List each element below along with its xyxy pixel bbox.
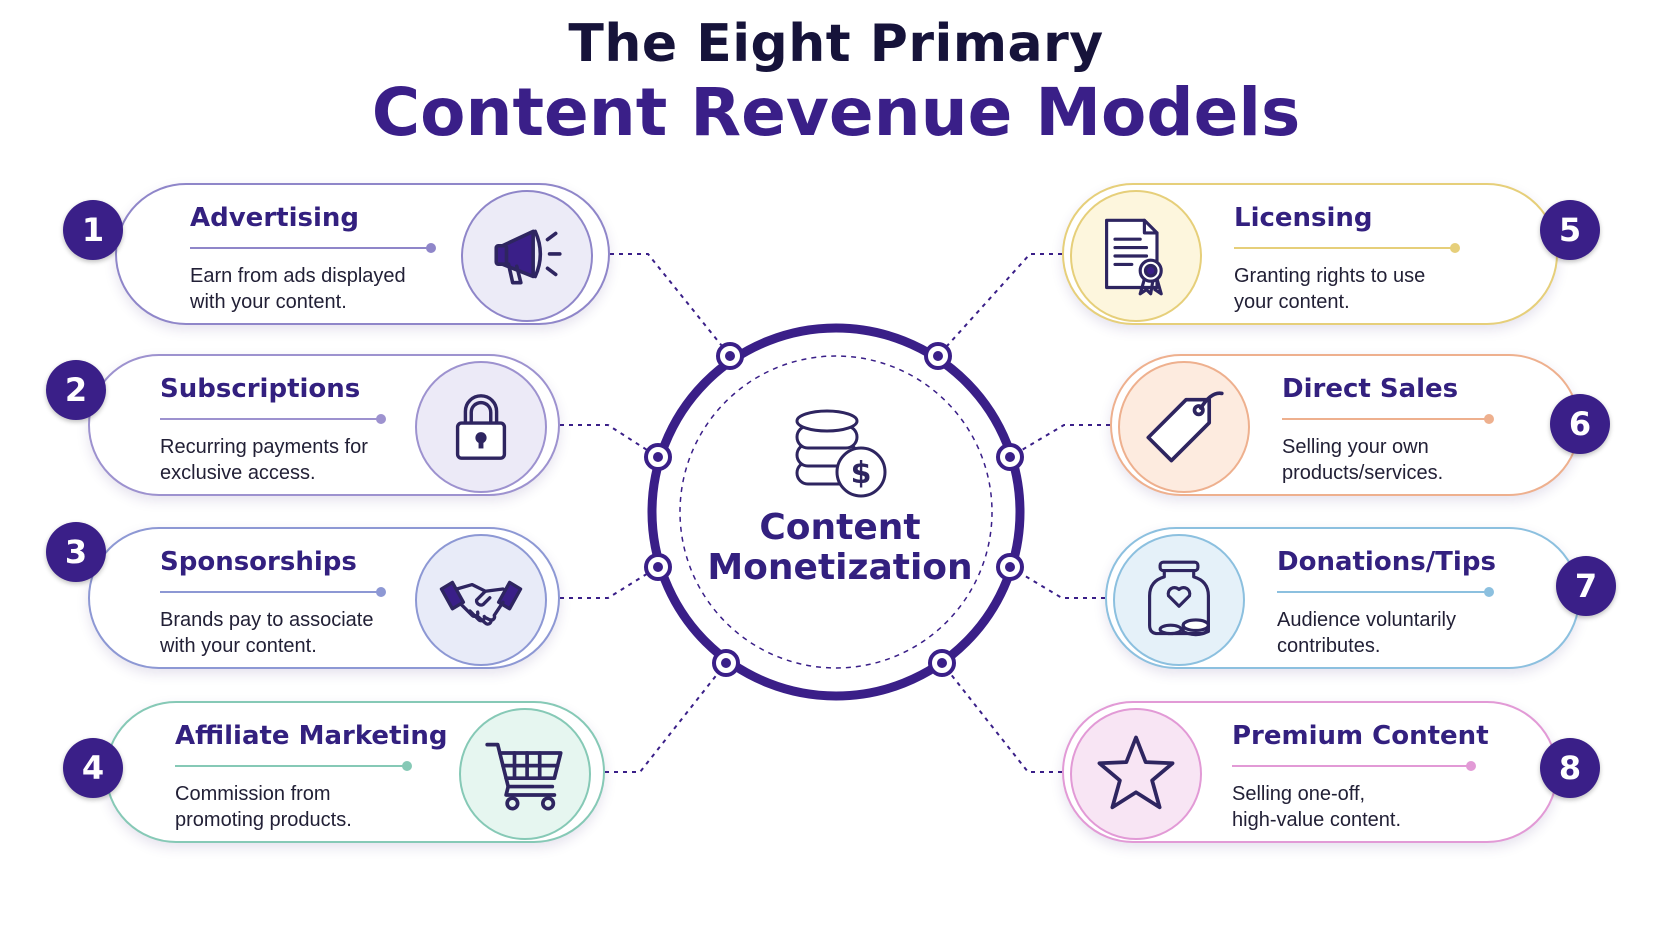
model-card-affiliate-marketing: Affiliate Marketing Commission from prom… bbox=[105, 701, 605, 843]
icon-circle bbox=[1118, 361, 1250, 493]
model-description-line: Audience voluntarily bbox=[1277, 609, 1456, 631]
shopping-cart-icon bbox=[485, 742, 563, 811]
connector-subscriptions bbox=[560, 424, 659, 458]
model-number-badge: 2 bbox=[46, 360, 106, 420]
model-number-badge: 7 bbox=[1556, 556, 1616, 616]
model-description-line: contributes. bbox=[1277, 635, 1381, 657]
model-number-badge: 6 bbox=[1550, 394, 1610, 454]
handshake-icon bbox=[439, 580, 523, 626]
model-description: Recurring payments for exclusive access. bbox=[160, 434, 405, 486]
model-card-sponsorships: Sponsorships Brands pay to associate wit… bbox=[88, 527, 560, 669]
model-title: Direct Sales bbox=[1282, 374, 1459, 404]
svg-text:$: $ bbox=[851, 456, 872, 491]
model-card-premium-content: Premium Content Selling one-off, high-va… bbox=[1062, 701, 1558, 843]
hub-label-line-2: Monetization bbox=[707, 547, 973, 588]
title-underline bbox=[1232, 761, 1476, 771]
tip-jar-icon bbox=[1148, 560, 1210, 637]
model-title: Subscriptions bbox=[160, 374, 361, 404]
connector-advertising bbox=[610, 253, 731, 357]
title-line-2: Content Revenue Models bbox=[371, 74, 1301, 151]
icon-circle bbox=[459, 708, 591, 840]
model-description: Commission from promoting products. bbox=[175, 781, 420, 833]
model-card-subscriptions: Subscriptions Recurring payments for exc… bbox=[88, 354, 560, 496]
model-number-badge: 1 bbox=[63, 200, 123, 260]
connector-affiliate bbox=[605, 662, 727, 773]
model-description-line: promoting products. bbox=[175, 809, 352, 831]
model-description: Selling one-off, high-value content. bbox=[1232, 781, 1477, 833]
connector-premium bbox=[941, 662, 1062, 773]
model-description-line: Recurring payments for bbox=[160, 436, 368, 458]
model-title: Affiliate Marketing bbox=[175, 721, 448, 751]
model-card-licensing: Licensing Granting rights to use your co… bbox=[1062, 183, 1558, 325]
coin-stack-dollar-icon: $ bbox=[795, 409, 887, 498]
icon-circle bbox=[415, 361, 547, 493]
icon-circle bbox=[1070, 190, 1202, 322]
hub-label-line-1: Content bbox=[759, 507, 921, 548]
title-underline bbox=[1277, 587, 1494, 597]
model-title: Licensing bbox=[1234, 203, 1373, 233]
title-line-1: The Eight Primary bbox=[568, 14, 1104, 74]
model-description-line: Commission from bbox=[175, 783, 331, 805]
icon-circle bbox=[415, 534, 547, 666]
icon-circle bbox=[461, 190, 593, 322]
icon-circle bbox=[1113, 534, 1245, 666]
connector-sponsorships bbox=[560, 566, 659, 599]
model-description-line: Brands pay to associate bbox=[160, 609, 374, 631]
star-icon bbox=[1097, 735, 1175, 810]
model-description-line: Earn from ads displayed bbox=[190, 265, 406, 287]
model-number-badge: 8 bbox=[1540, 738, 1600, 798]
title-underline bbox=[160, 587, 386, 597]
model-description-line: with your content. bbox=[190, 291, 347, 313]
model-description: Earn from ads displayed with your conten… bbox=[190, 263, 435, 315]
model-card-donations-tips: Donations/Tips Audience voluntarily cont… bbox=[1105, 527, 1580, 669]
title-underline bbox=[1282, 414, 1494, 424]
title-underline bbox=[160, 414, 386, 424]
model-description-line: exclusive access. bbox=[160, 462, 316, 484]
model-description: Selling your own products/services. bbox=[1282, 434, 1527, 486]
model-number-badge: 4 bbox=[63, 738, 123, 798]
padlock-icon bbox=[455, 394, 507, 460]
model-title: Donations/Tips bbox=[1277, 547, 1496, 577]
title-underline bbox=[175, 761, 412, 771]
price-tag-icon bbox=[1146, 391, 1224, 463]
model-description-line: Selling one-off, bbox=[1232, 783, 1366, 805]
model-description-line: your content. bbox=[1234, 291, 1350, 313]
model-description-line: products/services. bbox=[1282, 462, 1444, 484]
certificate-icon bbox=[1105, 218, 1163, 296]
icon-circle bbox=[1070, 708, 1202, 840]
model-description: Granting rights to use your content. bbox=[1234, 263, 1479, 315]
hub-label: Content Monetization bbox=[690, 508, 990, 588]
model-description-line: high-value content. bbox=[1232, 809, 1402, 831]
model-title: Premium Content bbox=[1232, 721, 1489, 751]
model-number-badge: 3 bbox=[46, 522, 106, 582]
title-underline bbox=[1234, 243, 1460, 253]
model-number-badge: 5 bbox=[1540, 200, 1600, 260]
model-title: Sponsorships bbox=[160, 547, 357, 577]
model-description-line: with your content. bbox=[160, 635, 317, 657]
connector-donations bbox=[1009, 566, 1105, 599]
model-card-direct-sales: Direct Sales Selling your own products/s… bbox=[1110, 354, 1580, 496]
model-description-line: Selling your own bbox=[1282, 436, 1429, 458]
model-card-advertising: Advertising Earn from ads displayed with… bbox=[115, 183, 610, 325]
megaphone-icon bbox=[494, 229, 562, 285]
model-title: Advertising bbox=[190, 203, 359, 233]
model-description: Brands pay to associate with your conten… bbox=[160, 607, 405, 659]
model-description: Audience voluntarily contributes. bbox=[1277, 607, 1522, 659]
title-underline bbox=[190, 243, 436, 253]
connector-licensing bbox=[937, 253, 1062, 357]
model-description-line: Granting rights to use bbox=[1234, 265, 1426, 287]
connector-direct-sales bbox=[1009, 424, 1110, 458]
